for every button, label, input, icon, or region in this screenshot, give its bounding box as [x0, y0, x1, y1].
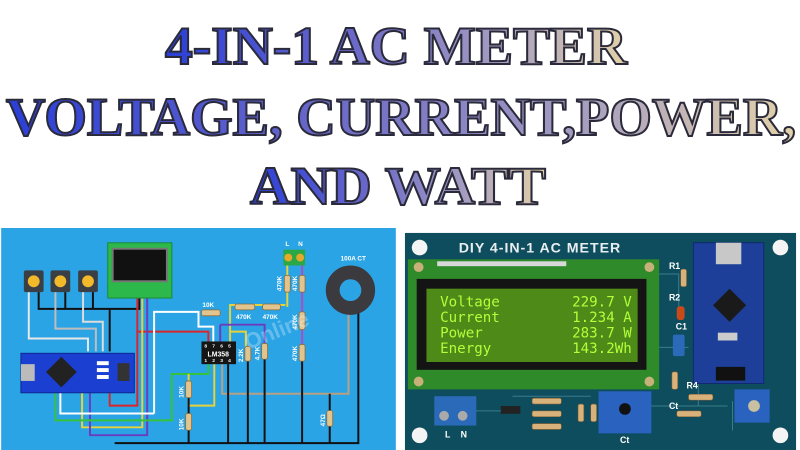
lcd-value-current: 1.234 A [572, 310, 632, 326]
resistor-bottom-4 [577, 403, 585, 422]
ic-label: LM358 [208, 351, 230, 358]
lcd-value-energy: 143.2Wh [572, 341, 632, 357]
label-470k-v2: 470K [292, 275, 299, 291]
title-banner: 4-IN-1 AC METER VOLTAGE, CURRENT,POWER, … [5, 15, 797, 217]
label-10k-b1: 10K [179, 386, 186, 398]
label-470k-v1: 470K [276, 275, 283, 291]
label-ct-top: Ct [669, 401, 678, 411]
label-470k-h1: 470K [236, 314, 252, 321]
resistor-bottom-3 [531, 423, 562, 430]
lcd-module: Voltage 229.7 V Current 1.234 A Power 28… [407, 259, 660, 390]
ct-label: 100A CT [341, 256, 366, 263]
resistor-bottom-5 [590, 403, 597, 422]
resistor-2-2k [244, 346, 252, 362]
resistor-10k-top [201, 309, 221, 317]
terminal-label-l: L [445, 429, 451, 439]
oled-display-module [107, 242, 173, 299]
resistor-470k-h1 [234, 303, 256, 311]
label-470k-v3: 470K [292, 314, 299, 330]
label-470k-v4: 470K [292, 346, 299, 362]
resistor-470k-v2 [298, 274, 306, 293]
terminal-label-n: N [461, 429, 467, 439]
resistor-right-1 [688, 393, 714, 401]
resistor-470k-v1 [283, 274, 291, 293]
label-10k-top: 10K [202, 302, 214, 309]
label-4-7k: 4.7K [255, 346, 262, 360]
mounting-holes [411, 239, 789, 444]
pcb-title: DIY 4-IN-1 AC METER [459, 240, 622, 256]
resistor-470k-v3 [298, 311, 306, 331]
resistor-r1 [680, 268, 687, 288]
terminal-label-l: L [285, 241, 289, 248]
label-r4: R4 [687, 380, 698, 390]
resistor-470k-v4 [298, 344, 306, 362]
lcd-label-current: Current [440, 310, 500, 326]
ac-input-terminal: L N [283, 241, 306, 266]
arduino-nano-board [20, 352, 135, 394]
screw-terminal [434, 396, 477, 426]
capacitor-c1 [672, 334, 685, 357]
diode [500, 406, 521, 414]
push-button-1 [23, 270, 44, 293]
label-2-2k: 2.2K [238, 348, 245, 362]
lcd-label-energy: Energy [440, 341, 491, 357]
label-r2: R2 [669, 292, 680, 302]
lcd-value-voltage: 229.7 V [572, 294, 632, 310]
resistor-bottom-1 [531, 397, 562, 405]
capacitor-r2 [676, 306, 685, 320]
lcd-label-voltage: Voltage [440, 294, 500, 310]
label-10k-b2: 10K [179, 418, 186, 430]
title-line-3: AND WATT [250, 156, 546, 216]
terminal-label-n: N [298, 241, 303, 248]
label-burden: 47Ω [320, 414, 327, 426]
title-line-2: VOLTAGE, CURRENT,POWER, [6, 87, 796, 147]
label-470k-h2: 470K [263, 314, 279, 321]
push-button-2 [50, 270, 71, 293]
current-sensor-module [598, 391, 652, 434]
resistor-10k-b1 [185, 380, 192, 399]
label-r1: R1 [669, 261, 680, 271]
resistor-4-7k [261, 343, 268, 360]
resistor-bottom-2 [531, 410, 562, 418]
label-ct-bottom: Ct [620, 435, 629, 445]
push-button-3 [78, 270, 98, 293]
resistor-burden [326, 410, 334, 427]
lcd-value-power: 283.7 W [572, 326, 632, 342]
pcb-render: DIY 4-IN-1 AC METER Voltage 229.7 V Curr… [404, 232, 797, 450]
title-line-1: 4-IN-1 AC METER [165, 16, 628, 76]
arduino-nano-board [692, 242, 765, 384]
potentiometer [734, 389, 770, 423]
resistor-r4 [671, 371, 679, 390]
resistor-10k-b2 [185, 413, 192, 431]
current-transformer: 100A CT [325, 256, 376, 315]
resistor-470k-h2 [262, 303, 281, 311]
lcd-label-power: Power [440, 326, 483, 342]
push-buttons [23, 270, 98, 293]
resistor-right-2 [676, 410, 702, 418]
label-c1: C1 [676, 322, 687, 332]
